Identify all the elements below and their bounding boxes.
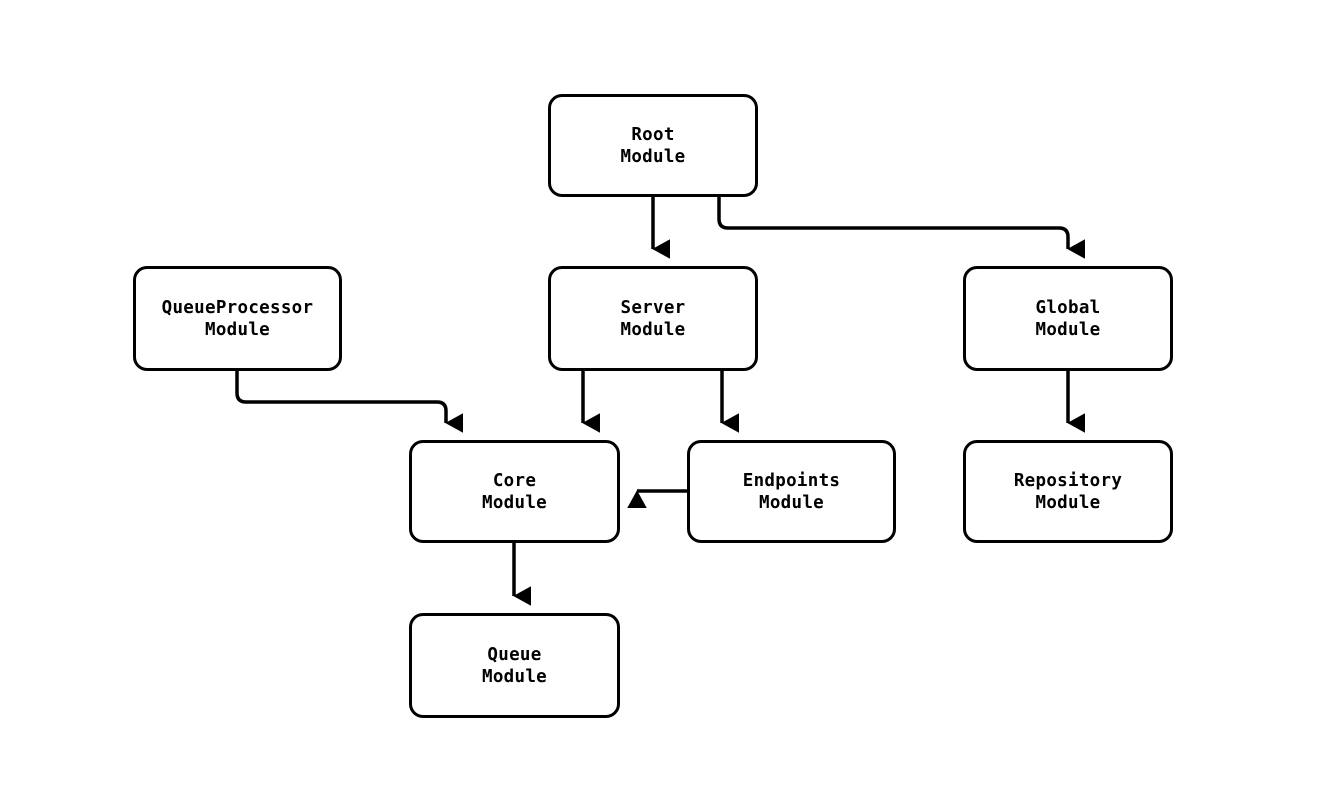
node-endpoints-name: Endpoints bbox=[742, 470, 841, 491]
node-root-suffix: Module bbox=[620, 146, 686, 167]
node-queue-name: Queue bbox=[487, 644, 542, 665]
edge-queueprocessor-to-core bbox=[235, 371, 463, 433]
node-repository-name: Repository bbox=[1013, 470, 1123, 491]
node-repository-suffix: Module bbox=[1035, 492, 1101, 513]
node-root-name: Root bbox=[631, 124, 675, 145]
node-server-name: Server bbox=[620, 297, 686, 318]
node-queue-suffix: Module bbox=[481, 666, 547, 687]
node-global-name: Global bbox=[1035, 297, 1101, 318]
node-core-suffix: Module bbox=[481, 492, 547, 513]
edge-root-to-global bbox=[717, 197, 1085, 259]
node-global-suffix: Module bbox=[1035, 319, 1101, 340]
node-endpoints-suffix: Module bbox=[758, 492, 824, 513]
node-queueprocessor-name: QueueProcessor bbox=[161, 297, 314, 318]
node-queueprocessor-suffix: Module bbox=[204, 319, 270, 340]
node-server-suffix: Module bbox=[620, 319, 686, 340]
node-core-name: Core bbox=[492, 470, 537, 491]
